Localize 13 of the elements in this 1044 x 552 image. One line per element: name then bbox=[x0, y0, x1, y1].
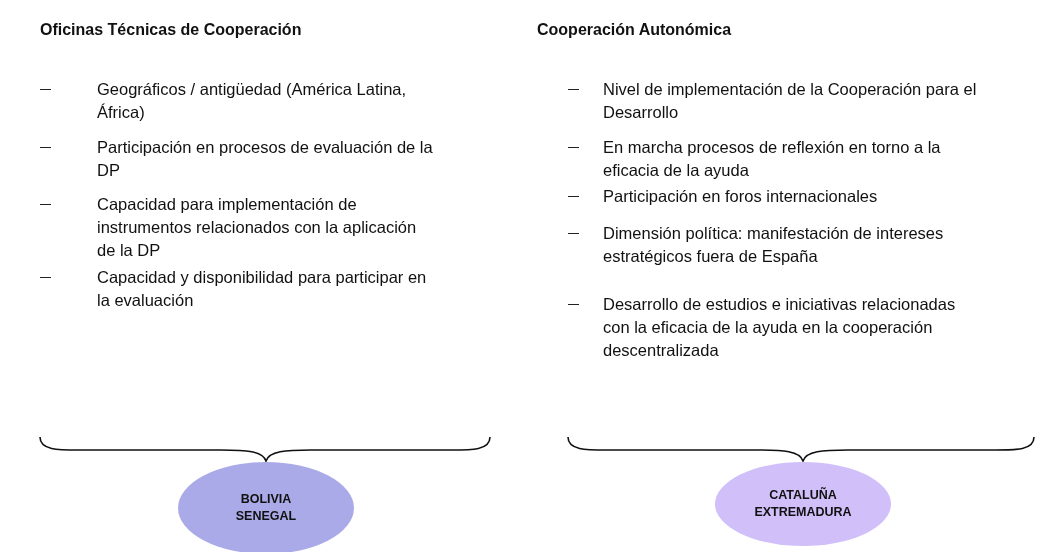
region-names: CATALUÑA EXTREMADURA bbox=[753, 487, 853, 521]
list-item-text: Capacidad y disponibilidad para participar en la evaluación bbox=[97, 267, 428, 311]
list-item-text: Participación en procesos de evaluación de la DP bbox=[97, 137, 434, 181]
list-item-text: Nivel de implementación de la Cooperación para el Desarrollo bbox=[603, 79, 978, 123]
list-item-text: Geográficos / antigüedad (América Latina, África) bbox=[97, 79, 408, 123]
region-names: BOLIVIA SENEGAL bbox=[234, 491, 298, 525]
list-item-text: Dimensión política: manifestación de intereses estratégicos fuera de España bbox=[603, 223, 945, 267]
column-heading: Cooperación Autonómica bbox=[537, 20, 733, 40]
list-item-text: En marcha procesos de reflexión en torno a la eficacia de la ayuda bbox=[603, 137, 942, 181]
list-item-text: Capacidad para implementación de instrumentos relacionados con la aplicación de la DP bbox=[97, 194, 418, 261]
list-item-text: Desarrollo de estudios e iniciativas relacionadas con la eficacia de la ayuda en la cooperación descentralizada bbox=[603, 294, 957, 361]
list-item-text: Participación en foros internacionales bbox=[603, 186, 879, 207]
column-heading: Oficinas Técnicas de Cooperación bbox=[40, 20, 303, 40]
